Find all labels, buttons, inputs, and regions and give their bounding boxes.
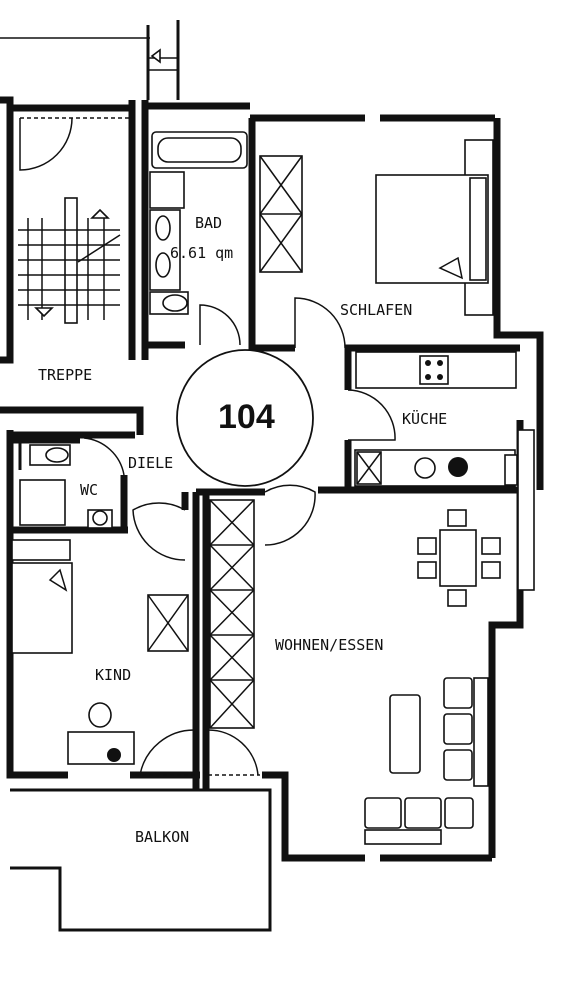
bathroom-fixtures [149,131,248,315]
doors [19,117,396,776]
wc-fixtures [19,444,113,529]
child-room-furniture [11,539,189,765]
label-bad-area: 6.61 qm [170,244,233,262]
label-diele: DIELE [128,454,173,472]
label-wohnen-essen: WOHNEN/ESSEN [275,636,383,654]
living-dining-furniture [364,429,535,845]
label-balkon: BALKON [135,828,189,846]
label-bad: BAD [195,214,222,232]
wardrobe [209,499,255,729]
entry-stair-fragment [0,20,180,100]
staircase [18,197,121,324]
kitchen-fixtures [354,351,518,487]
unit-number: 104 [218,398,275,436]
label-treppe: TREPPE [38,366,92,384]
interior-walls [10,118,520,790]
label-wc: WC [80,481,98,499]
room-labels: BAD 6.61 qm SCHLAFEN TREPPE KÜCHE DIELE … [38,214,447,846]
bedroom-furniture [259,139,494,316]
label-kind: KIND [95,666,131,684]
label-kueche: KÜCHE [402,409,447,428]
label-schlafen: SCHLAFEN [340,301,412,319]
unit-marker-circle [176,349,314,487]
